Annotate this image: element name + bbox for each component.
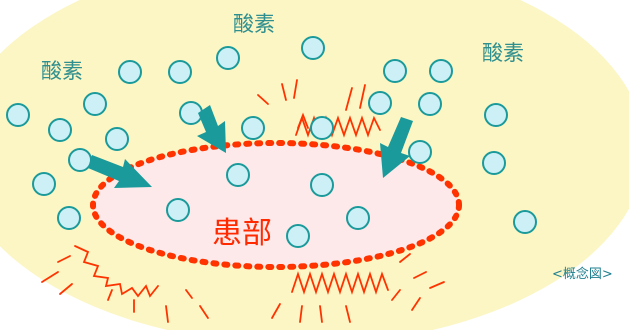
oxygen-molecule bbox=[286, 224, 310, 248]
oxygen-label-left: 酸素 bbox=[41, 59, 83, 83]
oxygen-molecule bbox=[383, 59, 407, 83]
oxygen-molecule bbox=[310, 173, 334, 197]
oxygen-molecule bbox=[32, 172, 56, 196]
arrow-right bbox=[380, 117, 413, 178]
oxygen-molecule bbox=[48, 118, 72, 142]
arrow-top bbox=[197, 105, 226, 153]
oxygen-molecule bbox=[6, 103, 30, 127]
oxygen-molecules bbox=[6, 36, 537, 248]
oxygen-molecule bbox=[241, 116, 265, 140]
oxygen-molecule bbox=[226, 163, 250, 187]
oxygen-molecule bbox=[310, 116, 334, 140]
affected-area-label: 患部 bbox=[212, 216, 272, 251]
oxygen-label-top: 酸素 bbox=[233, 12, 275, 36]
oxygen-molecule bbox=[408, 140, 432, 164]
oxygen-molecule bbox=[57, 206, 81, 230]
oxygen-molecule bbox=[301, 36, 325, 60]
arrow-left bbox=[88, 155, 152, 188]
heat-lines bbox=[41, 79, 445, 323]
oxygen-molecule bbox=[418, 92, 442, 116]
oxygen-arrows bbox=[88, 105, 413, 188]
oxygen-molecule bbox=[166, 198, 190, 222]
oxygen-molecule bbox=[68, 148, 92, 172]
oxygen-molecule bbox=[513, 210, 537, 234]
oxygen-molecule bbox=[482, 151, 506, 175]
oxygen-molecule bbox=[105, 127, 129, 151]
oxygen-molecule bbox=[118, 60, 142, 84]
oxygen-molecule bbox=[168, 60, 192, 84]
oxygen-molecule bbox=[346, 206, 370, 230]
oxygen-molecule bbox=[484, 103, 508, 127]
oxygen-molecule bbox=[429, 59, 453, 83]
oxygen-molecule bbox=[368, 91, 392, 115]
oxygen-molecule bbox=[83, 92, 107, 116]
concept-diagram-note: <概念図> bbox=[552, 267, 613, 282]
oxygen-molecule bbox=[216, 46, 240, 70]
affected-area bbox=[90, 140, 462, 270]
oxygen-label-right: 酸素 bbox=[482, 41, 524, 65]
